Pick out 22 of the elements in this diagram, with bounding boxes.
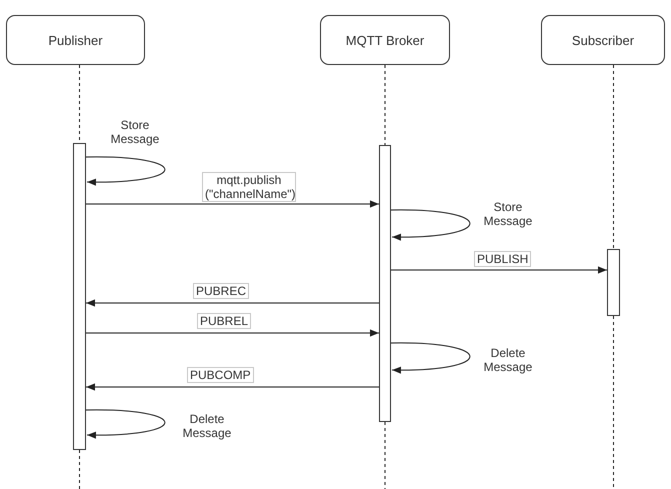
message-arrow: [86, 200, 380, 208]
participant-box: MQTT Broker: [320, 15, 450, 65]
participant-box: Publisher: [6, 15, 145, 65]
self-message-arrow: [86, 410, 166, 439]
activation-bar: [607, 249, 620, 316]
self-message-arrow: [86, 156, 166, 186]
edge-label: PUBCOMP: [187, 367, 254, 383]
message-arrow: [86, 329, 380, 337]
self-message-arrow: [390, 342, 470, 374]
self-message-arrow: [390, 210, 470, 241]
message-arrow: [86, 383, 380, 391]
lifeline: [384, 64, 386, 146]
edge-label: mqtt.publish ("channelName"): [202, 172, 296, 202]
edge-label: PUBREC: [193, 283, 250, 299]
message-arrow: [86, 299, 380, 307]
activation-bar: [73, 143, 86, 450]
lifeline: [613, 64, 614, 250]
message-arrow: [390, 266, 608, 274]
participant-box: Subscriber: [541, 15, 665, 65]
activation-bar: [379, 145, 391, 422]
edge-label: PUBREL: [197, 313, 252, 329]
edge-label: PUBLISH: [474, 251, 532, 267]
